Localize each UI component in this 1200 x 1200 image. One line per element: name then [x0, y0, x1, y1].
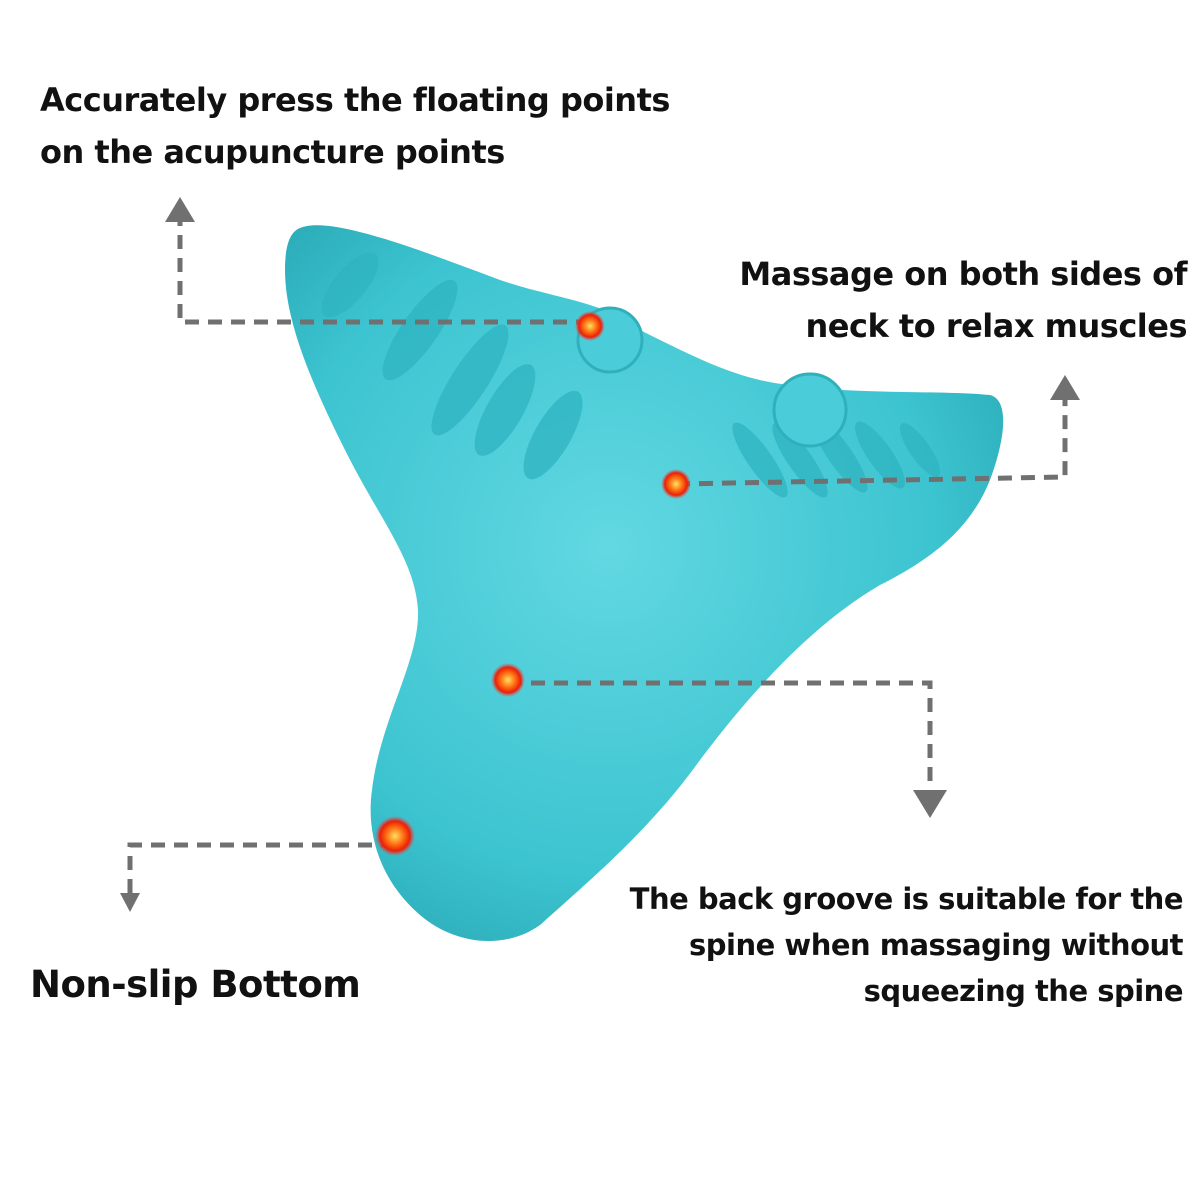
leader-lines: [127, 222, 1068, 893]
arrow-icons: [120, 197, 1080, 912]
marker-dot: [491, 663, 525, 697]
non-slip-caption: Non-slip Bottom: [30, 963, 361, 1006]
arrow-up-icon: [165, 197, 195, 222]
floating-points-caption: Accurately press the floating points on …: [40, 74, 670, 178]
arrow-down-icon: [120, 893, 140, 912]
arrow-down-icon: [913, 790, 947, 818]
caption-line: spine when massaging without: [689, 928, 1183, 962]
caption-line: Massage on both sides of: [739, 255, 1187, 293]
marker-dot: [375, 816, 415, 856]
caption-line: The back groove is suitable for the: [629, 882, 1184, 916]
floating-point-bump: [772, 372, 848, 448]
caption-line: squeezing the spine: [863, 974, 1184, 1008]
marker-dot: [661, 469, 691, 499]
acupoint-markers: [375, 311, 691, 856]
both-sides-caption: Massage on both sides of neck to relax m…: [739, 248, 1187, 352]
caption-line: Accurately press the floating points: [40, 81, 670, 119]
back-groove-caption: The back groove is suitable for the spin…: [629, 876, 1184, 1014]
caption-line: on the acupuncture points: [40, 133, 505, 171]
ridges: [321, 252, 941, 498]
marker-dot: [575, 311, 605, 341]
caption-line: neck to relax muscles: [805, 307, 1188, 345]
arrow-up-icon: [1050, 375, 1080, 400]
